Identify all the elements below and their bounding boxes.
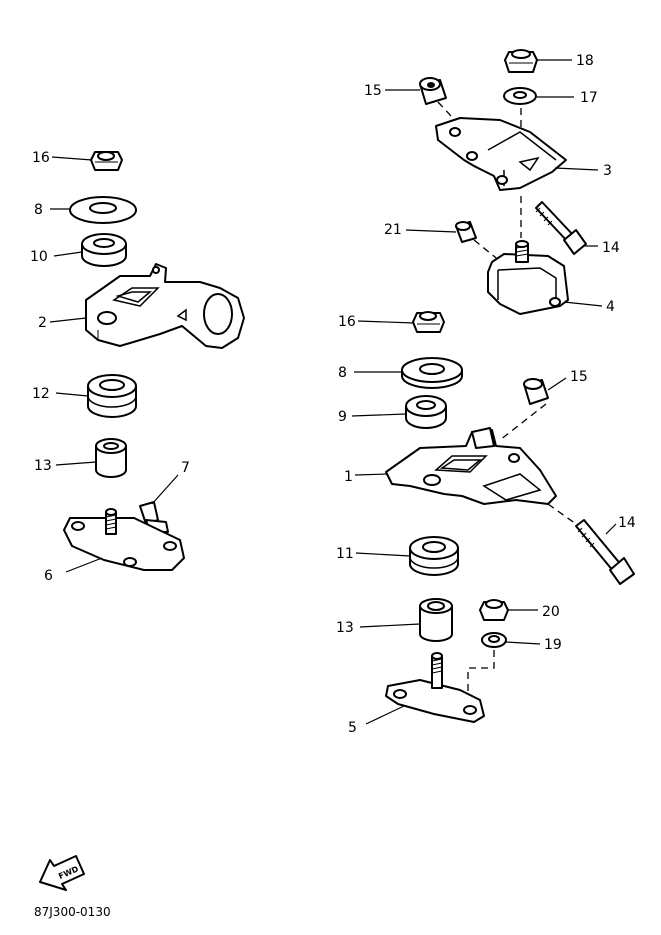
part-6-plate (63, 508, 185, 571)
leader-left-13 (55, 461, 97, 466)
callout-right-17: 17 (580, 90, 598, 106)
leader-left-10 (53, 251, 83, 257)
callout-left-12: 12 (32, 386, 50, 402)
callout-right-20: 20 (542, 604, 560, 620)
leader-right-16 (357, 320, 415, 324)
part-18-nut (504, 49, 538, 73)
leader-right-15-mid (547, 377, 567, 391)
part-13-bushing-left (95, 438, 127, 478)
part-20-nut (479, 599, 509, 621)
leader-right-14-mid (605, 523, 617, 535)
part-4-mount (487, 240, 569, 315)
callout-right-14-top: 14 (602, 240, 620, 256)
fwd-arrow-icon: FWD (39, 855, 85, 891)
dash-1-14 (547, 503, 577, 525)
leader-right-4 (563, 301, 603, 307)
part-17-washer (503, 87, 537, 105)
leader-right-19 (505, 641, 541, 645)
part-13-bushing-right (419, 598, 453, 642)
leader-right-11 (355, 552, 411, 557)
callout-left-6: 6 (44, 568, 53, 584)
part-16-nut-left (90, 151, 123, 171)
part-10-collar-left (81, 233, 127, 267)
part-14-bolt-top (535, 201, 587, 255)
callout-left-16: 16 (32, 150, 50, 166)
part-5-plate (385, 652, 485, 723)
leader-right-13 (359, 623, 421, 628)
callout-right-8: 8 (338, 365, 347, 381)
leader-left-7 (151, 474, 179, 505)
callout-right-3: 3 (603, 163, 612, 179)
dash-19-5 (467, 650, 495, 700)
part-2-bracket (85, 263, 245, 349)
callout-right-9: 9 (338, 409, 347, 425)
part-14-bolt-mid (575, 519, 635, 585)
part-21-cap (455, 221, 477, 243)
callout-right-1: 1 (344, 469, 353, 485)
part-3-bracket (435, 117, 567, 191)
dash-15-1 (499, 403, 547, 441)
leader-left-2 (49, 317, 87, 323)
callout-left-7: 7 (181, 460, 190, 476)
part-16-nut-right (412, 311, 445, 333)
callout-right-16: 16 (338, 314, 356, 330)
callout-right-11: 11 (336, 546, 354, 562)
diagram-code: 87J300-0130 (34, 905, 111, 919)
part-15-cap-top (419, 77, 447, 105)
callout-left-10: 10 (30, 249, 48, 265)
callout-right-21: 21 (384, 222, 402, 238)
callout-left-2: 2 (38, 315, 47, 331)
leader-right-5 (365, 705, 405, 725)
callout-right-15-mid: 15 (570, 369, 588, 385)
part-1-bracket (385, 427, 557, 505)
callout-left-13: 13 (34, 458, 52, 474)
part-8-washer-right (401, 357, 463, 389)
part-19-washer (481, 632, 507, 648)
leader-right-1 (354, 473, 389, 476)
part-12-grommet (87, 374, 137, 418)
callout-right-4: 4 (606, 299, 615, 315)
callout-left-8: 8 (34, 202, 43, 218)
leader-left-16 (51, 156, 93, 161)
dash-21-4 (473, 239, 549, 301)
part-15-cap-mid (523, 378, 549, 405)
dash-15-3 (437, 101, 467, 133)
part-9-collar (405, 395, 447, 429)
leader-left-12 (55, 392, 89, 397)
callout-right-13: 13 (336, 620, 354, 636)
callout-right-14-mid: 14 (618, 515, 636, 531)
leader-right-3 (554, 167, 599, 171)
leader-right-21 (405, 229, 457, 233)
callout-right-19: 19 (544, 637, 562, 653)
callout-right-5: 5 (348, 720, 357, 736)
part-8-washer-left (69, 196, 137, 224)
leader-left-6 (65, 557, 103, 573)
leader-right-9 (351, 413, 407, 417)
callout-right-15-top: 15 (364, 83, 382, 99)
part-11-grommet (409, 536, 459, 576)
callout-right-18: 18 (576, 53, 594, 69)
